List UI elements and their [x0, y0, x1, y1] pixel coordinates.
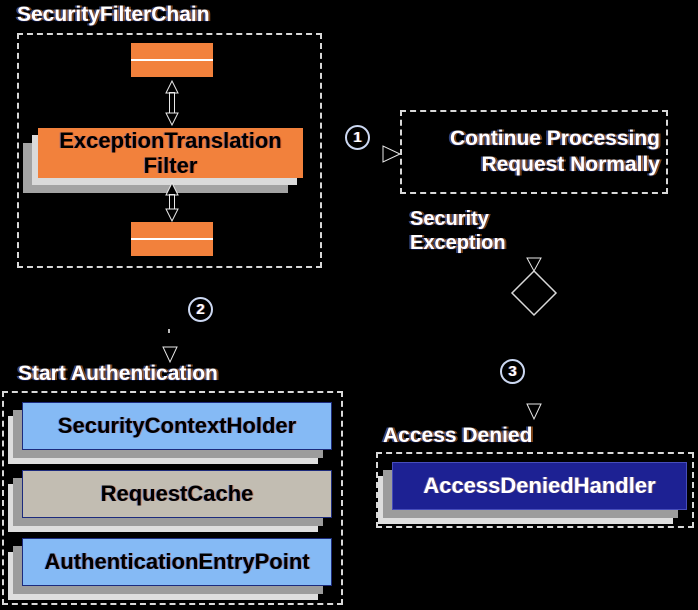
start-authentication-box: [2, 391, 343, 605]
arrowhead-right-continue: [382, 145, 402, 163]
start-authentication-title: Start Authentication: [18, 362, 218, 385]
filter-bar: [131, 222, 213, 238]
exception-translation-filter-box: ExceptionTranslation Filter: [23, 128, 303, 193]
filter-stack-top: [131, 43, 213, 77]
access-denied-handler-label: AccessDeniedHandler: [392, 462, 687, 510]
filter-bar: [131, 43, 213, 59]
security-context-holder-box: SecurityContextHolder: [8, 402, 332, 464]
filter-bar: [131, 240, 213, 256]
decision-diamond: [510, 269, 558, 317]
step-2-badge: 2: [188, 297, 213, 322]
security-exception-label: Security Exception: [410, 208, 506, 254]
arrowhead-down-access-denied: [526, 403, 542, 421]
access-denied-box: [376, 452, 694, 528]
request-cache-label: RequestCache: [22, 470, 332, 518]
filter-bar-separator: [131, 59, 213, 61]
authentication-entry-point-box: AuthenticationEntryPoint: [8, 538, 332, 600]
authentication-entry-point-label: AuthenticationEntryPoint: [22, 538, 332, 586]
request-cache-box: RequestCache: [8, 470, 332, 532]
dash-step2: [168, 329, 170, 333]
exception-translation-filter-label: ExceptionTranslation Filter: [38, 128, 303, 178]
continue-processing-label: Continue Processing Request Normally: [449, 127, 660, 176]
arrowhead-down-diamond: [526, 257, 542, 273]
continue-processing-box: Continue Processing Request Normally: [400, 110, 668, 194]
filter-stack-bottom: [131, 222, 213, 256]
security-filter-chain-box: [17, 33, 322, 268]
step-3-badge: 3: [500, 359, 525, 384]
security-filter-chain-title: SecurityFilterChain: [17, 3, 210, 26]
arrowhead-down-start-auth: [162, 346, 178, 364]
security-context-holder-label: SecurityContextHolder: [22, 402, 332, 450]
filter-bar-separator: [131, 238, 213, 240]
filter-bar: [131, 61, 213, 77]
step-1-badge: 1: [345, 125, 370, 150]
access-denied-title: Access Denied: [383, 424, 533, 447]
access-denied-handler-box: AccessDeniedHandler: [378, 462, 687, 524]
